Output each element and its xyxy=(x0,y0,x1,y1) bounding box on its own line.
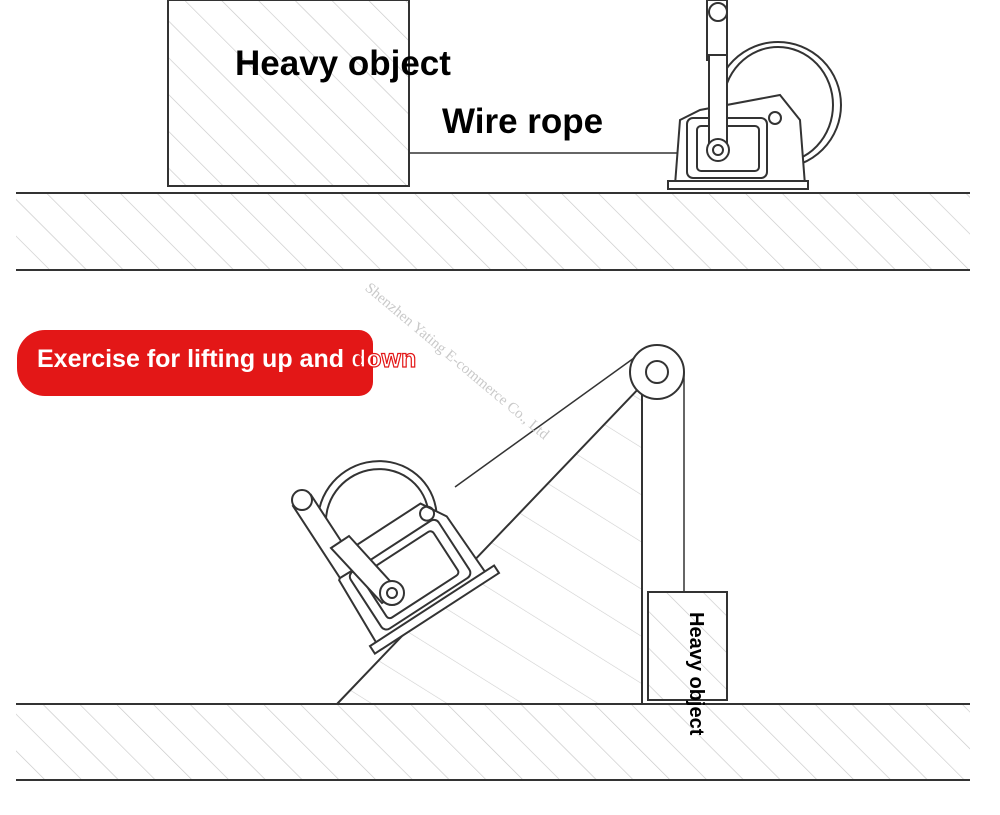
heavy-object-label-bottom: Heavy object xyxy=(685,612,707,736)
heavy-object-label-top: Heavy object xyxy=(235,44,451,83)
exercise-banner xyxy=(17,330,373,396)
heavy-object-box-bottom xyxy=(647,591,728,701)
ground-bottom xyxy=(16,703,970,781)
ground-top xyxy=(16,192,970,271)
heavy-object-box-top xyxy=(167,0,410,187)
winch-bottom xyxy=(316,460,501,656)
exercise-banner-main: Exercise for lifting up and xyxy=(37,345,351,373)
crank-handle-bottom xyxy=(291,489,405,606)
exercise-banner-text: Exercise for lifting up and down xyxy=(37,344,417,374)
wire-rope-label: Wire rope xyxy=(442,102,604,141)
winch-top xyxy=(667,0,842,190)
wire-rope-bottom xyxy=(454,357,685,592)
exercise-banner-tail: down xyxy=(350,344,417,373)
pulley xyxy=(629,344,685,400)
